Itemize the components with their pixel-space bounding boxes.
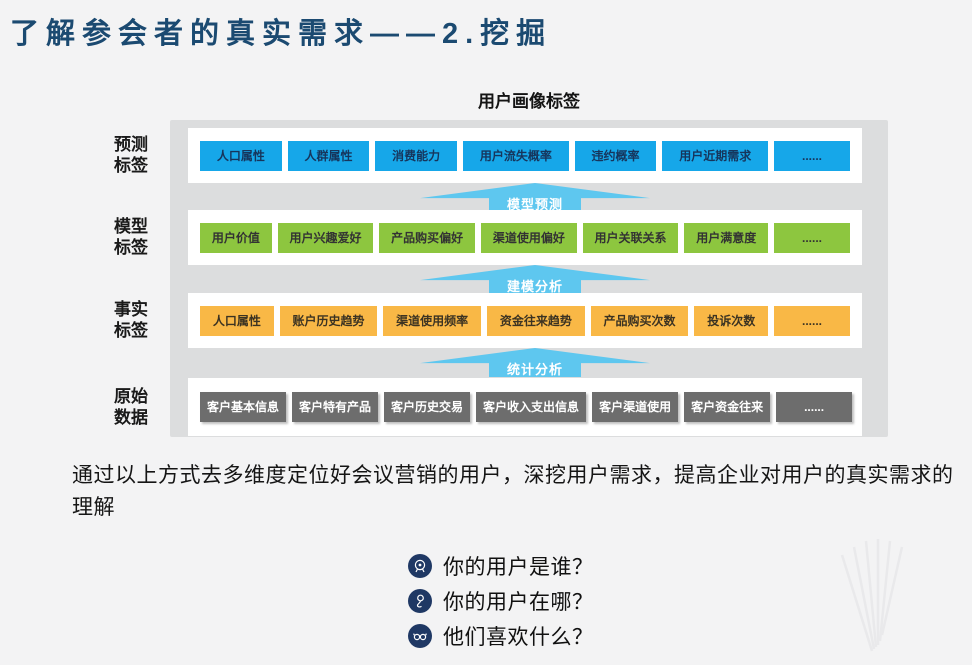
- tag: 渠道使用偏好: [481, 222, 577, 253]
- tag: 人群属性: [287, 140, 370, 171]
- tag: 用户关联关系: [582, 222, 679, 253]
- tag: 投诉次数: [694, 305, 769, 336]
- tag: 客户渠道使用: [592, 392, 679, 422]
- list-item-label: 你的用户在哪？: [443, 591, 594, 614]
- prediction-tags-row: 人口属性 人群属性 消费能力 用户流失概率 违约概率 用户近期需求 ......: [188, 128, 862, 183]
- tag: 客户资金往来: [684, 392, 771, 422]
- list-item: 你的用户是谁？: [408, 550, 594, 582]
- tag-ellipsis: ......: [774, 140, 851, 171]
- tag: 产品购买偏好: [379, 222, 476, 253]
- tag-ellipsis: ......: [774, 222, 851, 253]
- arrow-label: 模型预测: [506, 197, 563, 213]
- tag: 消费能力: [375, 140, 458, 171]
- tag-ellipsis: ......: [774, 305, 851, 336]
- tag: 用户近期需求: [662, 140, 769, 171]
- tag: 用户兴趣爱好: [277, 222, 374, 253]
- list-item-label: 他们喜欢什么？: [443, 626, 594, 649]
- tag: 用户价值: [200, 222, 272, 253]
- tag: 客户特有产品: [292, 392, 379, 422]
- tag: 资金往来趋势: [487, 305, 585, 336]
- up-arrow-model-prediction: 模型预测: [420, 183, 650, 212]
- tag: 客户收入支出信息: [476, 392, 587, 422]
- row-label-fact: 事实 标签: [114, 300, 148, 340]
- tag: 客户历史交易: [384, 392, 471, 422]
- tag: 产品购买次数: [590, 305, 689, 336]
- arrow-label: 统计分析: [506, 362, 563, 378]
- diagram-heading: 用户画像标签: [478, 92, 580, 111]
- row-label-model: 模型 标签: [114, 217, 148, 257]
- watermark-logo: [820, 533, 940, 663]
- tag-ellipsis: ......: [776, 392, 853, 422]
- model-tags-row: 用户价值 用户兴趣爱好 产品购买偏好 渠道使用偏好 用户关联关系 用户满意度 .…: [188, 210, 862, 265]
- tag: 用户流失概率: [463, 140, 569, 171]
- list-item: 他们喜欢什么？: [408, 620, 594, 652]
- location-pin-icon: [408, 589, 432, 613]
- tag: 渠道使用频率: [383, 305, 482, 336]
- tag: 违约概率: [574, 140, 657, 171]
- row-label-raw-data: 原始 数据: [114, 387, 148, 427]
- list-item: 你的用户在哪？: [408, 585, 594, 617]
- up-arrow-statistical-analysis: 统计分析: [420, 348, 650, 377]
- summary-paragraph: 通过以上方式去多维度定位好会议营销的用户，深挖用户需求，提高企业对用户的真实需求…: [72, 464, 954, 519]
- tag: 客户基本信息: [200, 392, 287, 422]
- glasses-icon: [408, 624, 432, 648]
- up-arrow-modeling-analysis: 建模分析: [420, 265, 650, 294]
- arrow-label: 建模分析: [506, 279, 563, 295]
- tag: 用户满意度: [684, 222, 769, 253]
- tag: 账户历史趋势: [279, 305, 378, 336]
- question-list: 你的用户是谁？ 你的用户在哪？ 他们喜欢什么？: [408, 550, 594, 652]
- page-title: 了解参会者的真实需求——2.挖掘: [10, 18, 553, 50]
- tag: 人口属性: [200, 305, 274, 336]
- row-label-prediction: 预测 标签: [114, 135, 148, 175]
- fact-tags-row: 人口属性 账户历史趋势 渠道使用频率 资金往来趋势 产品购买次数 投诉次数 ..…: [188, 293, 862, 348]
- tag: 人口属性: [200, 140, 282, 171]
- list-item-label: 你的用户是谁？: [443, 556, 594, 579]
- target-icon: [408, 554, 432, 578]
- user-persona-diagram: 人口属性 人群属性 消费能力 用户流失概率 违约概率 用户近期需求 ......…: [170, 120, 888, 437]
- raw-data-row: 客户基本信息 客户特有产品 客户历史交易 客户收入支出信息 客户渠道使用 客户资…: [188, 378, 862, 436]
